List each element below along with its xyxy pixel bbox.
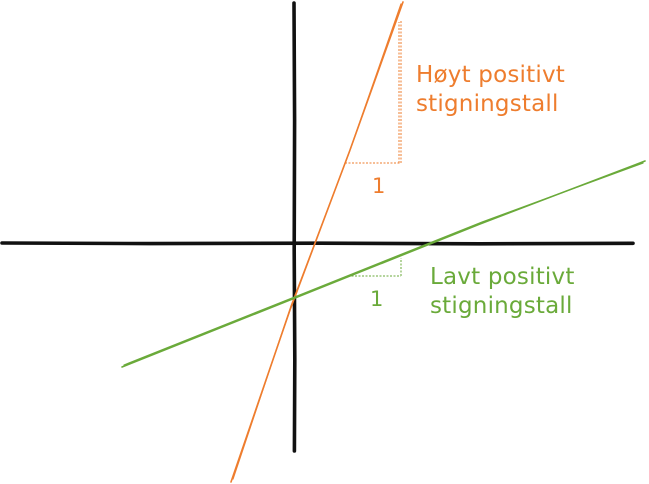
y-axis [292,1,297,453]
shallow-run-label: 1 [370,287,383,311]
axes [0,1,635,453]
steep-label-line1: Høyt positivt [416,62,565,88]
x-axis [0,241,635,246]
shallow-slope-triangle [348,258,402,277]
shallow-line [121,160,646,368]
steep-slope-triangle [345,20,402,164]
shallow-label-line2: stigningstall [430,293,573,319]
steep-run-label: 1 [372,174,385,198]
shallow-label-line1: Lavt positivt [430,264,575,290]
steep-line [230,1,404,483]
steep-label-line2: stigningstall [416,91,559,117]
